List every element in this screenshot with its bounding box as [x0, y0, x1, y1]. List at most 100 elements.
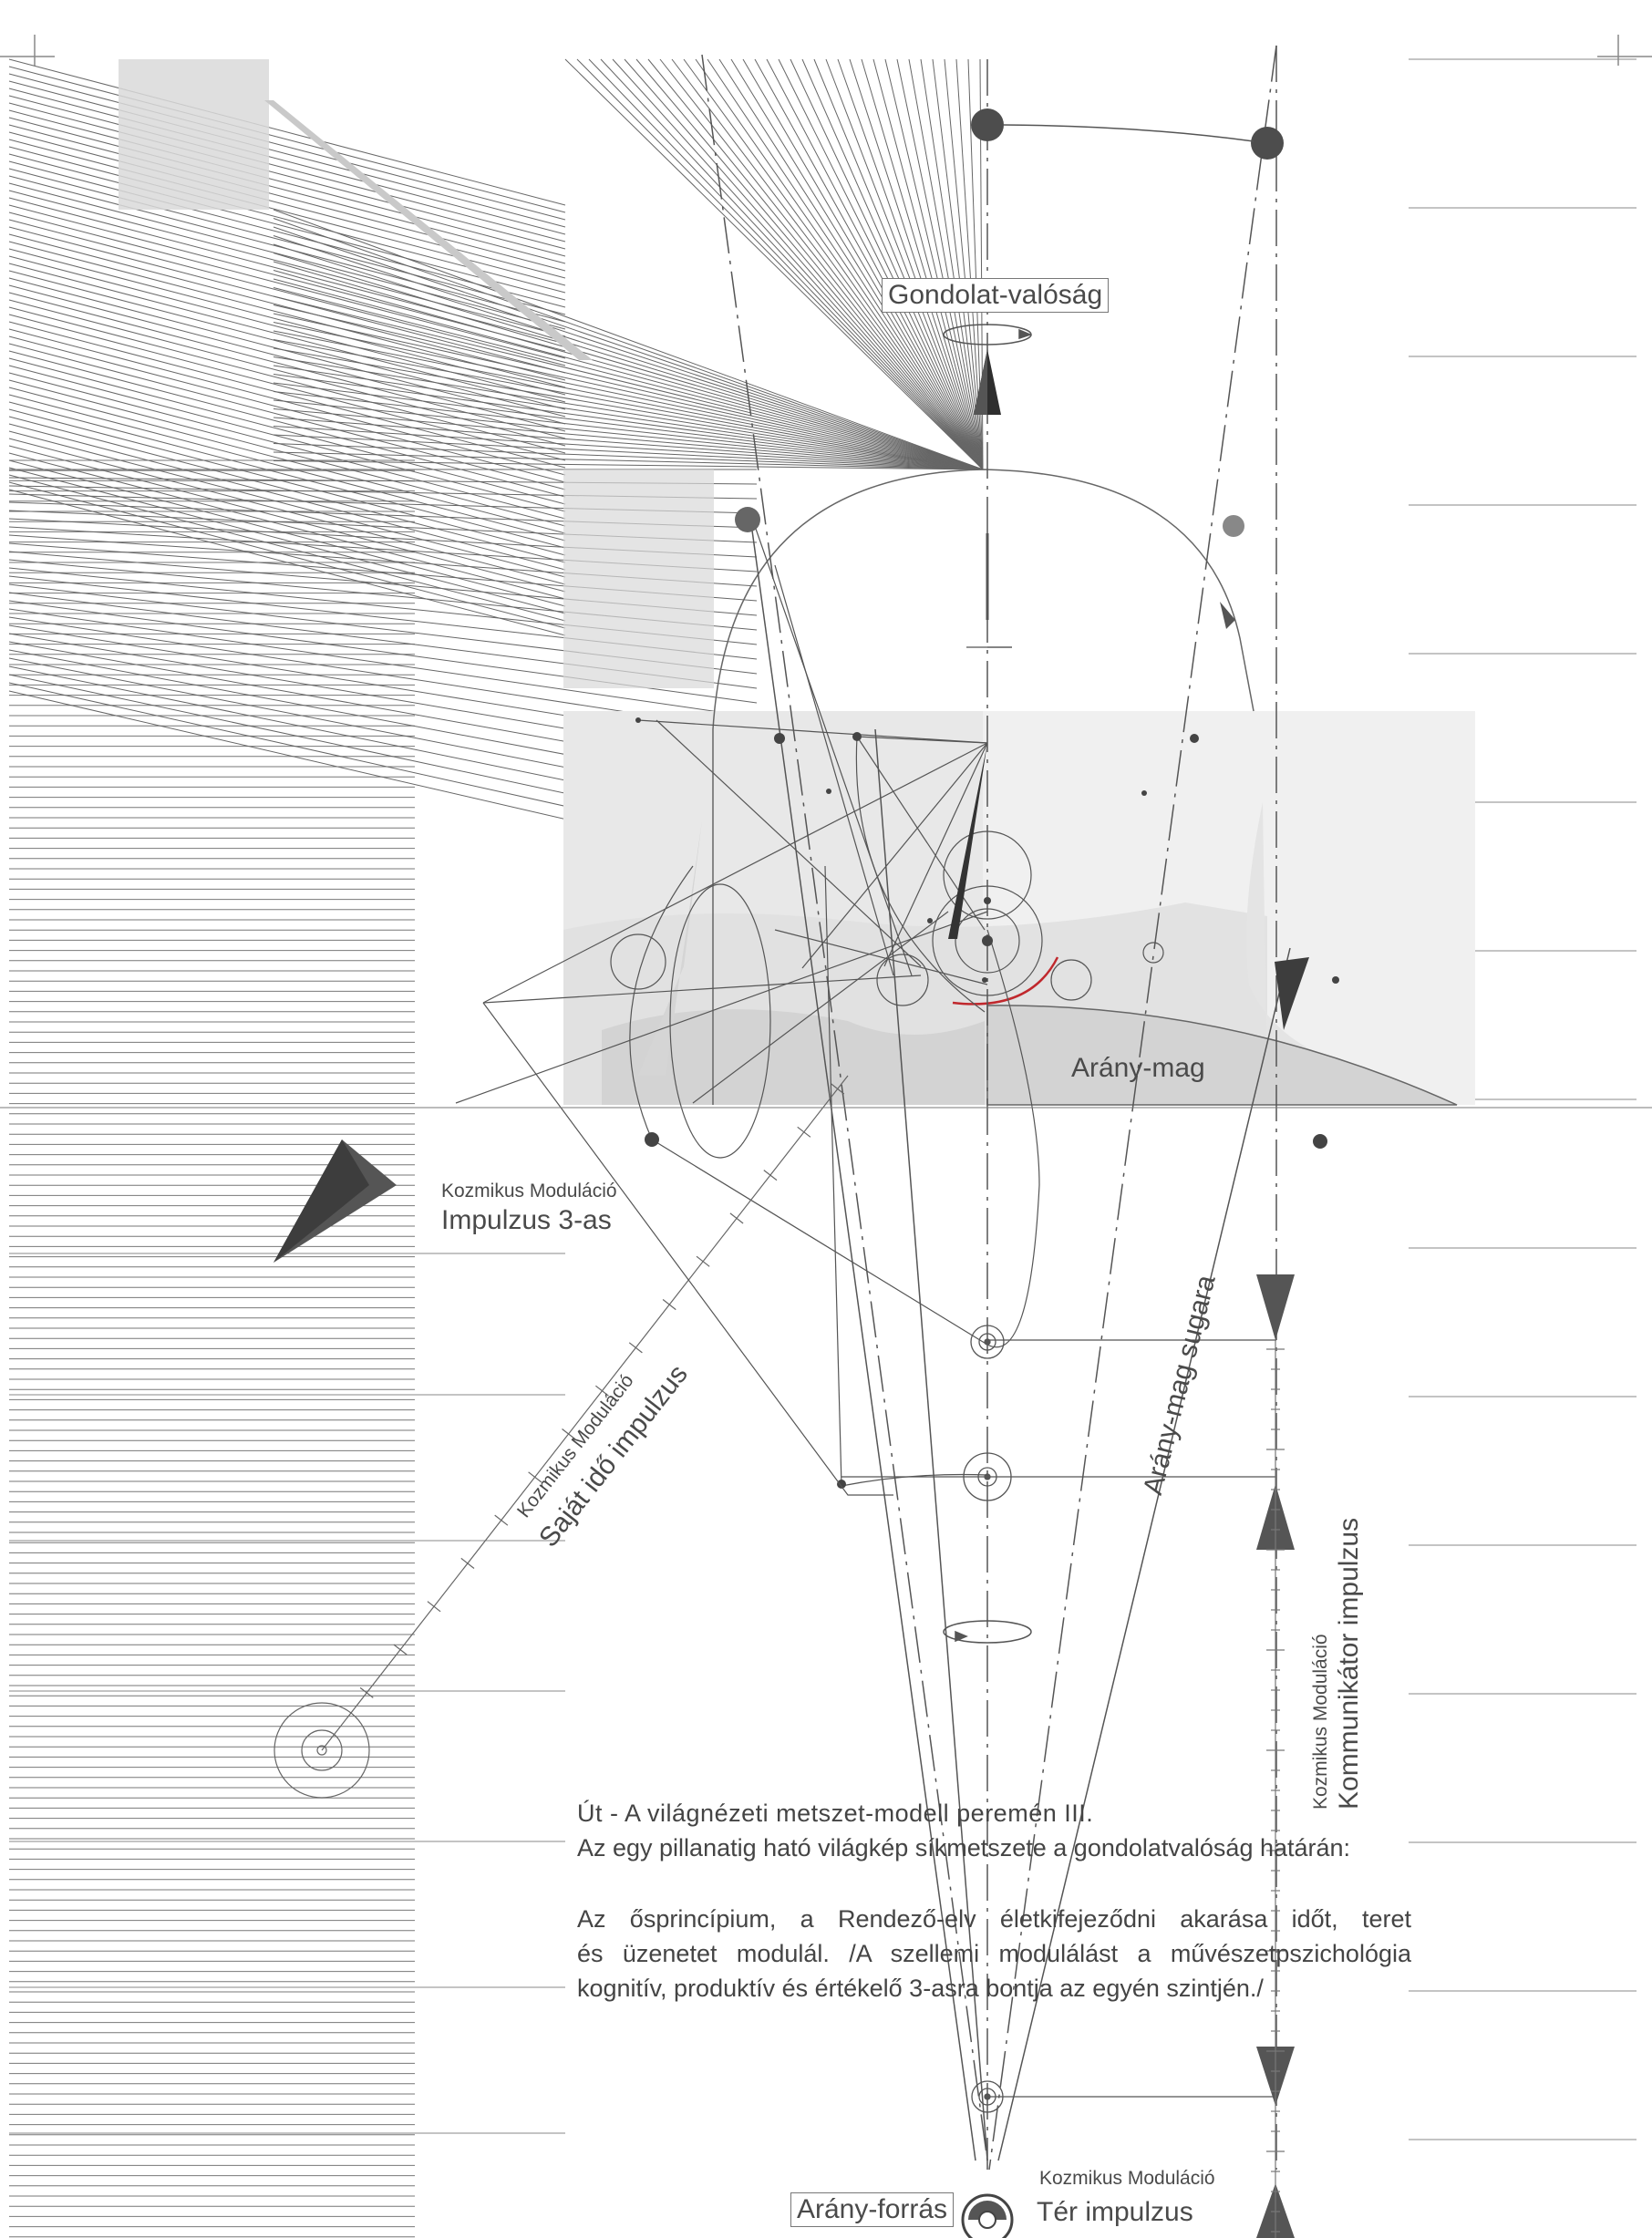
hatch-line: [588, 58, 984, 470]
dots: [635, 507, 1339, 1489]
hatch-line: [8, 211, 566, 359]
hatch-line: [8, 379, 566, 527]
hatch-line: [624, 58, 984, 470]
sajat-ido-axis: [321, 1075, 849, 1751]
hatch-line: [273, 313, 984, 470]
hatch-line: [8, 343, 566, 490]
hatch-line: [8, 350, 566, 498]
hatch-line: [628, 1342, 643, 1354]
axis-nodes: [963, 1325, 1012, 2113]
hatch-line: [8, 117, 566, 264]
dark-wedge: [948, 743, 987, 939]
hatch-line: [8, 124, 566, 272]
ruler-ticks: [1266, 1340, 1285, 2238]
crop-marks: [0, 35, 1652, 66]
hatch-line: [8, 481, 566, 629]
hatch-line: [8, 80, 566, 228]
hatch-line: [359, 1686, 374, 1698]
bracket-line: [482, 1002, 893, 1496]
hatch-line: [8, 416, 566, 563]
hatch-line: [273, 278, 984, 470]
hatch-line: [273, 399, 984, 470]
hatch-line: [8, 233, 566, 381]
gondolat-valosag-label: Gondolat-valóság: [882, 278, 1110, 313]
description-text: Út - A világnézeti metszet-modell peremé…: [577, 1796, 1411, 2006]
hatch-line: [273, 374, 984, 470]
hatch-line: [8, 255, 566, 403]
hatch-line: [595, 1385, 609, 1397]
hatch-line: [273, 209, 984, 470]
hatch-line: [8, 190, 566, 337]
hatch-line: [273, 365, 984, 470]
hatch-line: [754, 58, 984, 470]
hatch-line: [8, 365, 566, 512]
hatch-line: [273, 460, 984, 470]
hatch-line: [8, 139, 566, 286]
hatch-line: [896, 58, 984, 470]
hatch-line: [273, 347, 984, 470]
hatch-line: [8, 248, 566, 396]
hatch-line: [647, 58, 984, 470]
hatch-line: [273, 253, 984, 470]
top-circles: [971, 108, 1284, 160]
arch-outline: [712, 469, 1254, 1105]
hatch-line: [908, 58, 984, 470]
hatch-line: [562, 1428, 576, 1439]
right-triangle-pointer: [1275, 957, 1309, 1030]
hatch-line: [766, 58, 984, 470]
hatch-line: [273, 451, 984, 470]
kozmikus-label-1: Kozmikus Moduláció: [441, 1181, 617, 1202]
hatch-line: [8, 263, 566, 410]
hatch-line: [273, 261, 984, 470]
arany-mag-shape: [986, 1005, 1458, 1106]
hatch-line: [273, 295, 984, 470]
hatch-line: [920, 58, 984, 470]
hatch-line: [8, 608, 758, 718]
kommunikator-label: Kommunikátor impulzus: [1334, 1517, 1364, 1810]
hatch-line: [8, 467, 566, 614]
hatch-line: [8, 219, 566, 366]
hatch-line: [8, 153, 566, 301]
hatch-line: [8, 168, 566, 315]
hatch-line: [8, 109, 566, 257]
hatch-line: [8, 197, 566, 345]
hatch-line: [763, 1170, 778, 1181]
hatch-line: [612, 58, 984, 470]
hatch-line: [813, 58, 984, 470]
hatch-line: [831, 1083, 845, 1095]
arch-arrow: [1220, 602, 1235, 629]
grey-square-mid: [563, 469, 714, 688]
hatch-line: [671, 58, 984, 470]
hatch-line: [8, 387, 566, 534]
ter-impulzus-label: Tér impulzus: [1037, 2197, 1193, 2227]
grey-square-top: [119, 59, 269, 210]
hatch-line: [8, 335, 566, 483]
text-line-2: és üzenetet modulál. /A szellemi modulál…: [577, 1940, 1411, 1967]
hatch-line: [8, 270, 566, 418]
hatch-line: [849, 58, 984, 470]
hatch-line: [8, 102, 566, 250]
arany-forras-node: [961, 2193, 1014, 2238]
hatch-line: [635, 58, 984, 470]
text-subtitle: Az egy pillanatig ható világkép síkmetsz…: [577, 1834, 1351, 1862]
hatch-line: [8, 423, 566, 571]
hatch-line: [273, 434, 984, 470]
arany-mag-label: Arány-mag: [1071, 1053, 1205, 1083]
hatch-line: [273, 287, 984, 470]
hatch-line: [494, 1514, 509, 1526]
sajat-ido-target: [274, 1702, 370, 1799]
hatch-line: [659, 58, 984, 470]
hatch-line: [273, 426, 984, 470]
hatch-line: [825, 58, 984, 470]
hatch-line: [872, 58, 984, 470]
left-long-lines: [9, 1107, 565, 2134]
hatch-line: [564, 58, 984, 470]
right-side-lines: [1409, 58, 1637, 2140]
rotation-ellipse-top: [943, 324, 1033, 345]
hatch-line: [427, 1601, 441, 1613]
hatch-line: [8, 88, 566, 235]
hatch-line: [528, 1471, 542, 1483]
impulzus-3-label: Impulzus 3-as: [441, 1205, 612, 1235]
hatch-line: [273, 382, 984, 470]
hatch-line: [273, 322, 984, 470]
